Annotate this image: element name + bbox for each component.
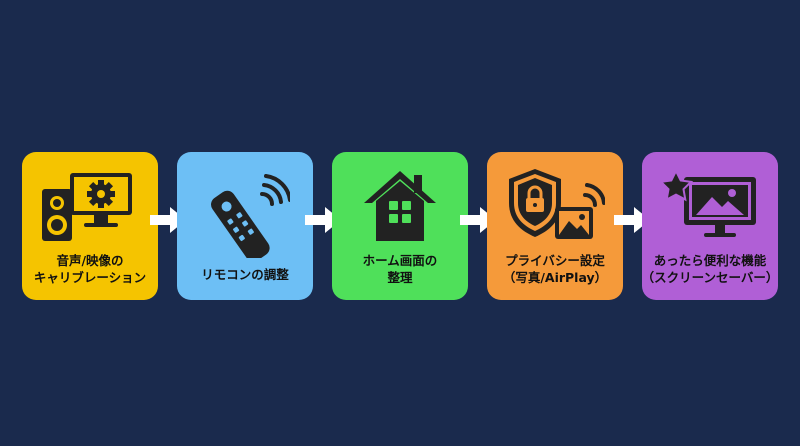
step-label-line2: （写真/AirPlay） [502, 270, 608, 285]
step-label-line2: 整理 [387, 270, 413, 285]
step-label-line1: あったら便利な機能 [653, 253, 767, 268]
step-label-line2: （スクリーンセーバー） [641, 270, 779, 285]
screen-star-icon [658, 169, 756, 237]
step-label-line1: プライバシー設定 [505, 253, 605, 268]
arrow-right-icon [614, 207, 650, 233]
step-label-line1: リモコンの調整 [201, 267, 289, 282]
step-label-line1: ホーム画面の [362, 253, 438, 268]
speaker-monitor-gear-icon [42, 173, 132, 241]
shield-lock-photo-icon [509, 169, 605, 239]
remote-control-icon [211, 174, 290, 258]
step-label: 音声/映像の キャリブレーション [30, 252, 150, 286]
step-label-line2: キャリブレーション [33, 270, 147, 285]
step-label: あったら便利な機能 （スクリーンセーバー） [638, 252, 783, 286]
house-grid-icon [364, 171, 436, 241]
step-card-audio-video: 音声/映像の キャリブレーション [22, 152, 158, 300]
step-card-privacy: プライバシー設定 （写真/AirPlay） [487, 152, 623, 300]
step-label: プライバシー設定 （写真/AirPlay） [499, 252, 611, 286]
step-label-line1: 音声/映像の [56, 253, 124, 268]
step-card-extras: あったら便利な機能 （スクリーンセーバー） [642, 152, 778, 300]
step-card-home: ホーム画面の 整理 [332, 152, 468, 300]
step-label: リモコンの調整 [197, 266, 293, 283]
step-label: ホーム画面の 整理 [359, 252, 442, 286]
step-card-remote: リモコンの調整 [177, 152, 313, 300]
